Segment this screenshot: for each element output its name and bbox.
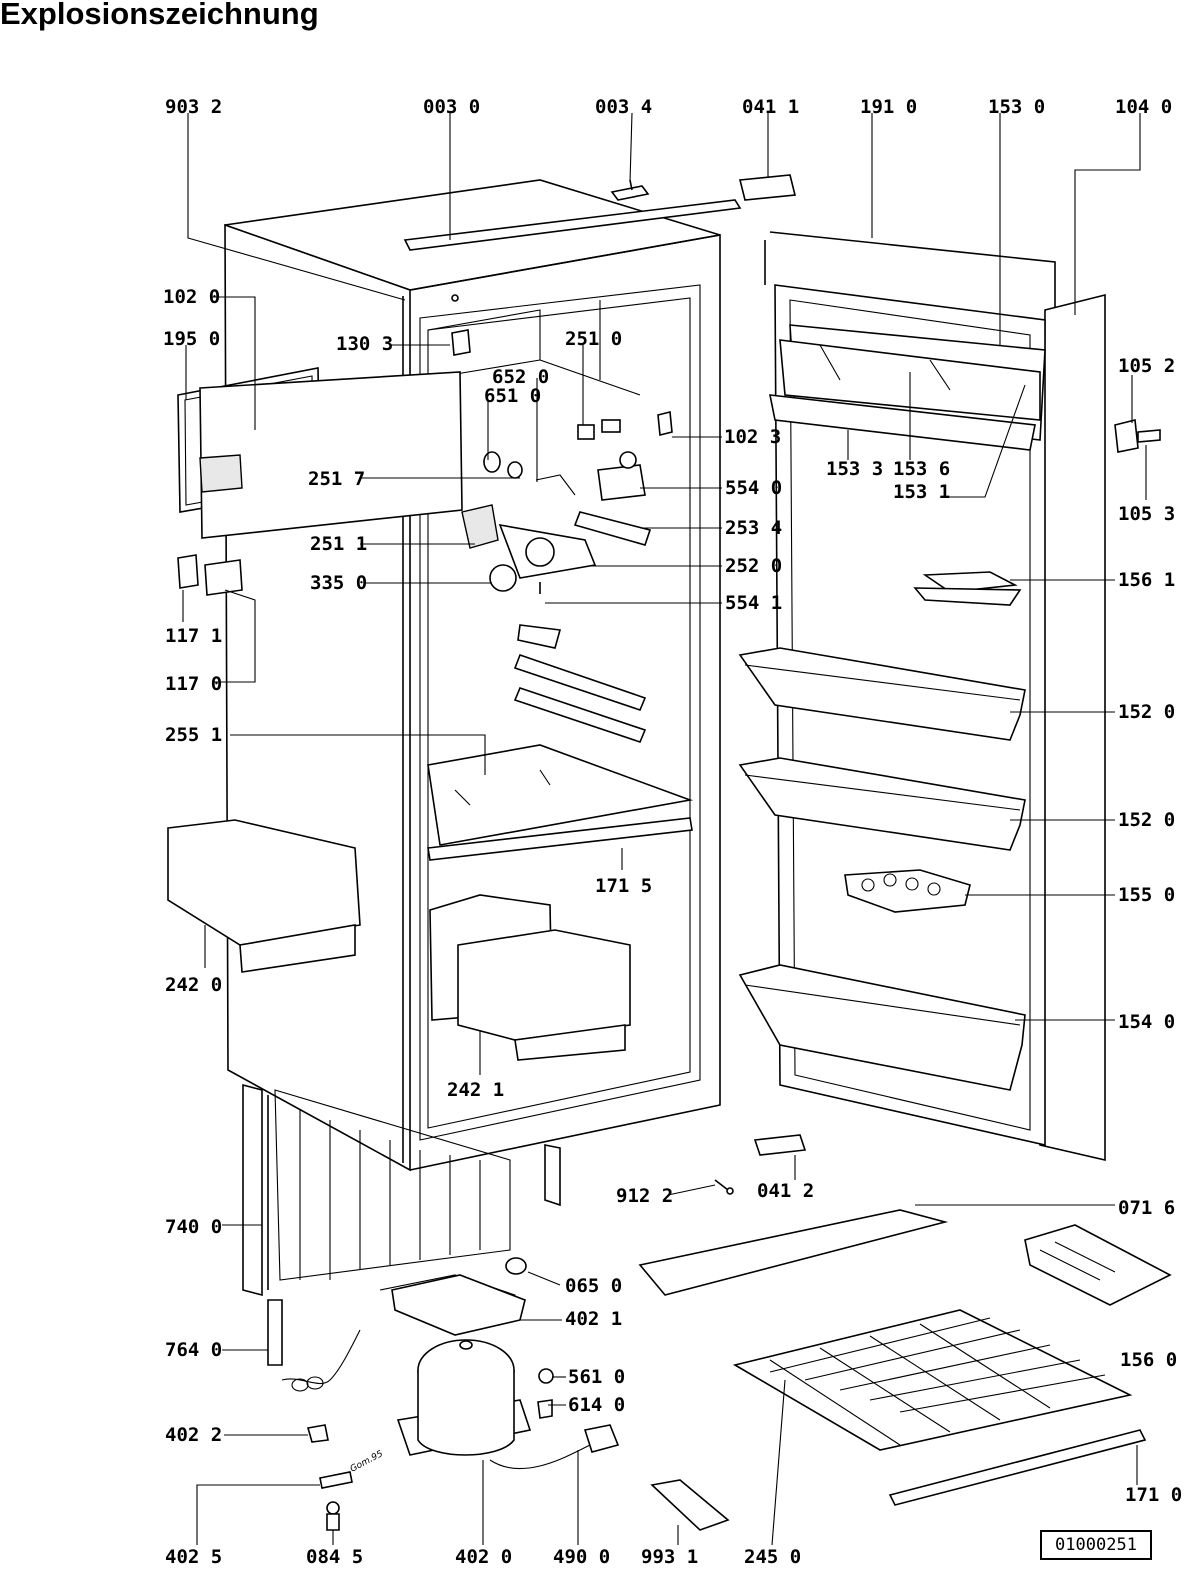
part-label-31: 152 0 [1118,809,1175,831]
part-label-41: 065 0 [565,1275,622,1297]
part-label-22: 253 4 [725,517,782,539]
part-label-45: 561 0 [568,1366,625,1388]
part-label-3: 041 1 [742,96,799,118]
freezer-flap [177,367,463,539]
part-number-labels: 903 2 003 0 003 4 041 1 191 0 153 0 104 0 102 0… [163,96,1182,1568]
loose-parts [638,174,1172,1531]
part-label-10: 251 0 [565,328,622,350]
crisper-bins [167,819,631,1061]
compressor [306,1257,620,1531]
part-label-19: 153 6 [893,458,950,480]
part-label-5: 153 0 [988,96,1045,118]
part-label-2: 003 4 [595,96,652,118]
part-label-8: 195 0 [163,328,220,350]
part-label-13: 102 3 [724,426,781,448]
part-label-27: 117 1 [165,625,222,647]
leader-lines [182,112,1147,1546]
part-label-49: 402 5 [165,1546,222,1568]
part-label-46: 614 0 [568,1394,625,1416]
part-label-39: 071 6 [1118,1197,1175,1219]
part-label-37: 912 2 [616,1185,673,1207]
part-label-42: 402 1 [565,1308,622,1330]
part-label-48: 171 0 [1125,1484,1182,1506]
part-label-53: 993 1 [641,1546,698,1568]
part-label-25: 554 1 [725,592,782,614]
part-label-54: 245 0 [744,1546,801,1568]
part-label-6: 104 0 [1115,96,1172,118]
condenser [242,1083,561,1297]
part-label-26: 156 1 [1118,569,1175,591]
part-label-43: 156 0 [1120,1349,1177,1371]
page-title: Explosionszeichnung [0,0,319,31]
part-label-14: 105 2 [1118,355,1175,377]
part-label-0: 903 2 [165,96,222,118]
part-label-17: 554 0 [725,477,782,499]
part-label-4: 191 0 [860,96,917,118]
part-label-16: 251 7 [308,468,365,490]
part-label-12: 651 0 [484,385,541,407]
part-label-33: 155 0 [1118,884,1175,906]
part-label-29: 152 0 [1118,701,1175,723]
capillary-drier [267,1299,361,1392]
part-label-9: 130 3 [336,333,393,355]
control-module [451,329,673,594]
part-label-15: 105 3 [1118,503,1175,525]
part-label-18: 153 3 [826,458,883,480]
part-label-11: 652 0 [492,366,549,388]
hinge-parts-117 [177,554,243,596]
drawing-number: 01000251 [1040,1530,1152,1560]
part-label-23: 252 0 [725,555,782,577]
part-label-52: 490 0 [553,1546,610,1568]
part-label-35: 154 0 [1118,1011,1175,1033]
door-assembly [738,231,1161,1162]
signature-mark: Gom.95 [349,1449,385,1475]
part-label-30: 255 1 [165,724,222,746]
part-label-28: 117 0 [165,673,222,695]
part-label-24: 335 0 [310,572,367,594]
part-label-34: 242 0 [165,974,222,996]
part-label-21: 251 1 [310,533,367,555]
part-label-1: 003 0 [423,96,480,118]
part-label-47: 402 2 [165,1424,222,1446]
part-label-20: 153 1 [893,481,950,503]
part-label-7: 102 0 [163,286,220,308]
part-label-50: 084 5 [306,1546,363,1568]
part-label-36: 242 1 [447,1079,504,1101]
part-label-44: 764 0 [165,1339,222,1361]
part-label-32: 171 5 [595,875,652,897]
part-label-40: 740 0 [165,1216,222,1238]
part-label-51: 402 0 [455,1546,512,1568]
interior-shelves [427,624,694,861]
part-label-38: 041 2 [757,1180,814,1202]
